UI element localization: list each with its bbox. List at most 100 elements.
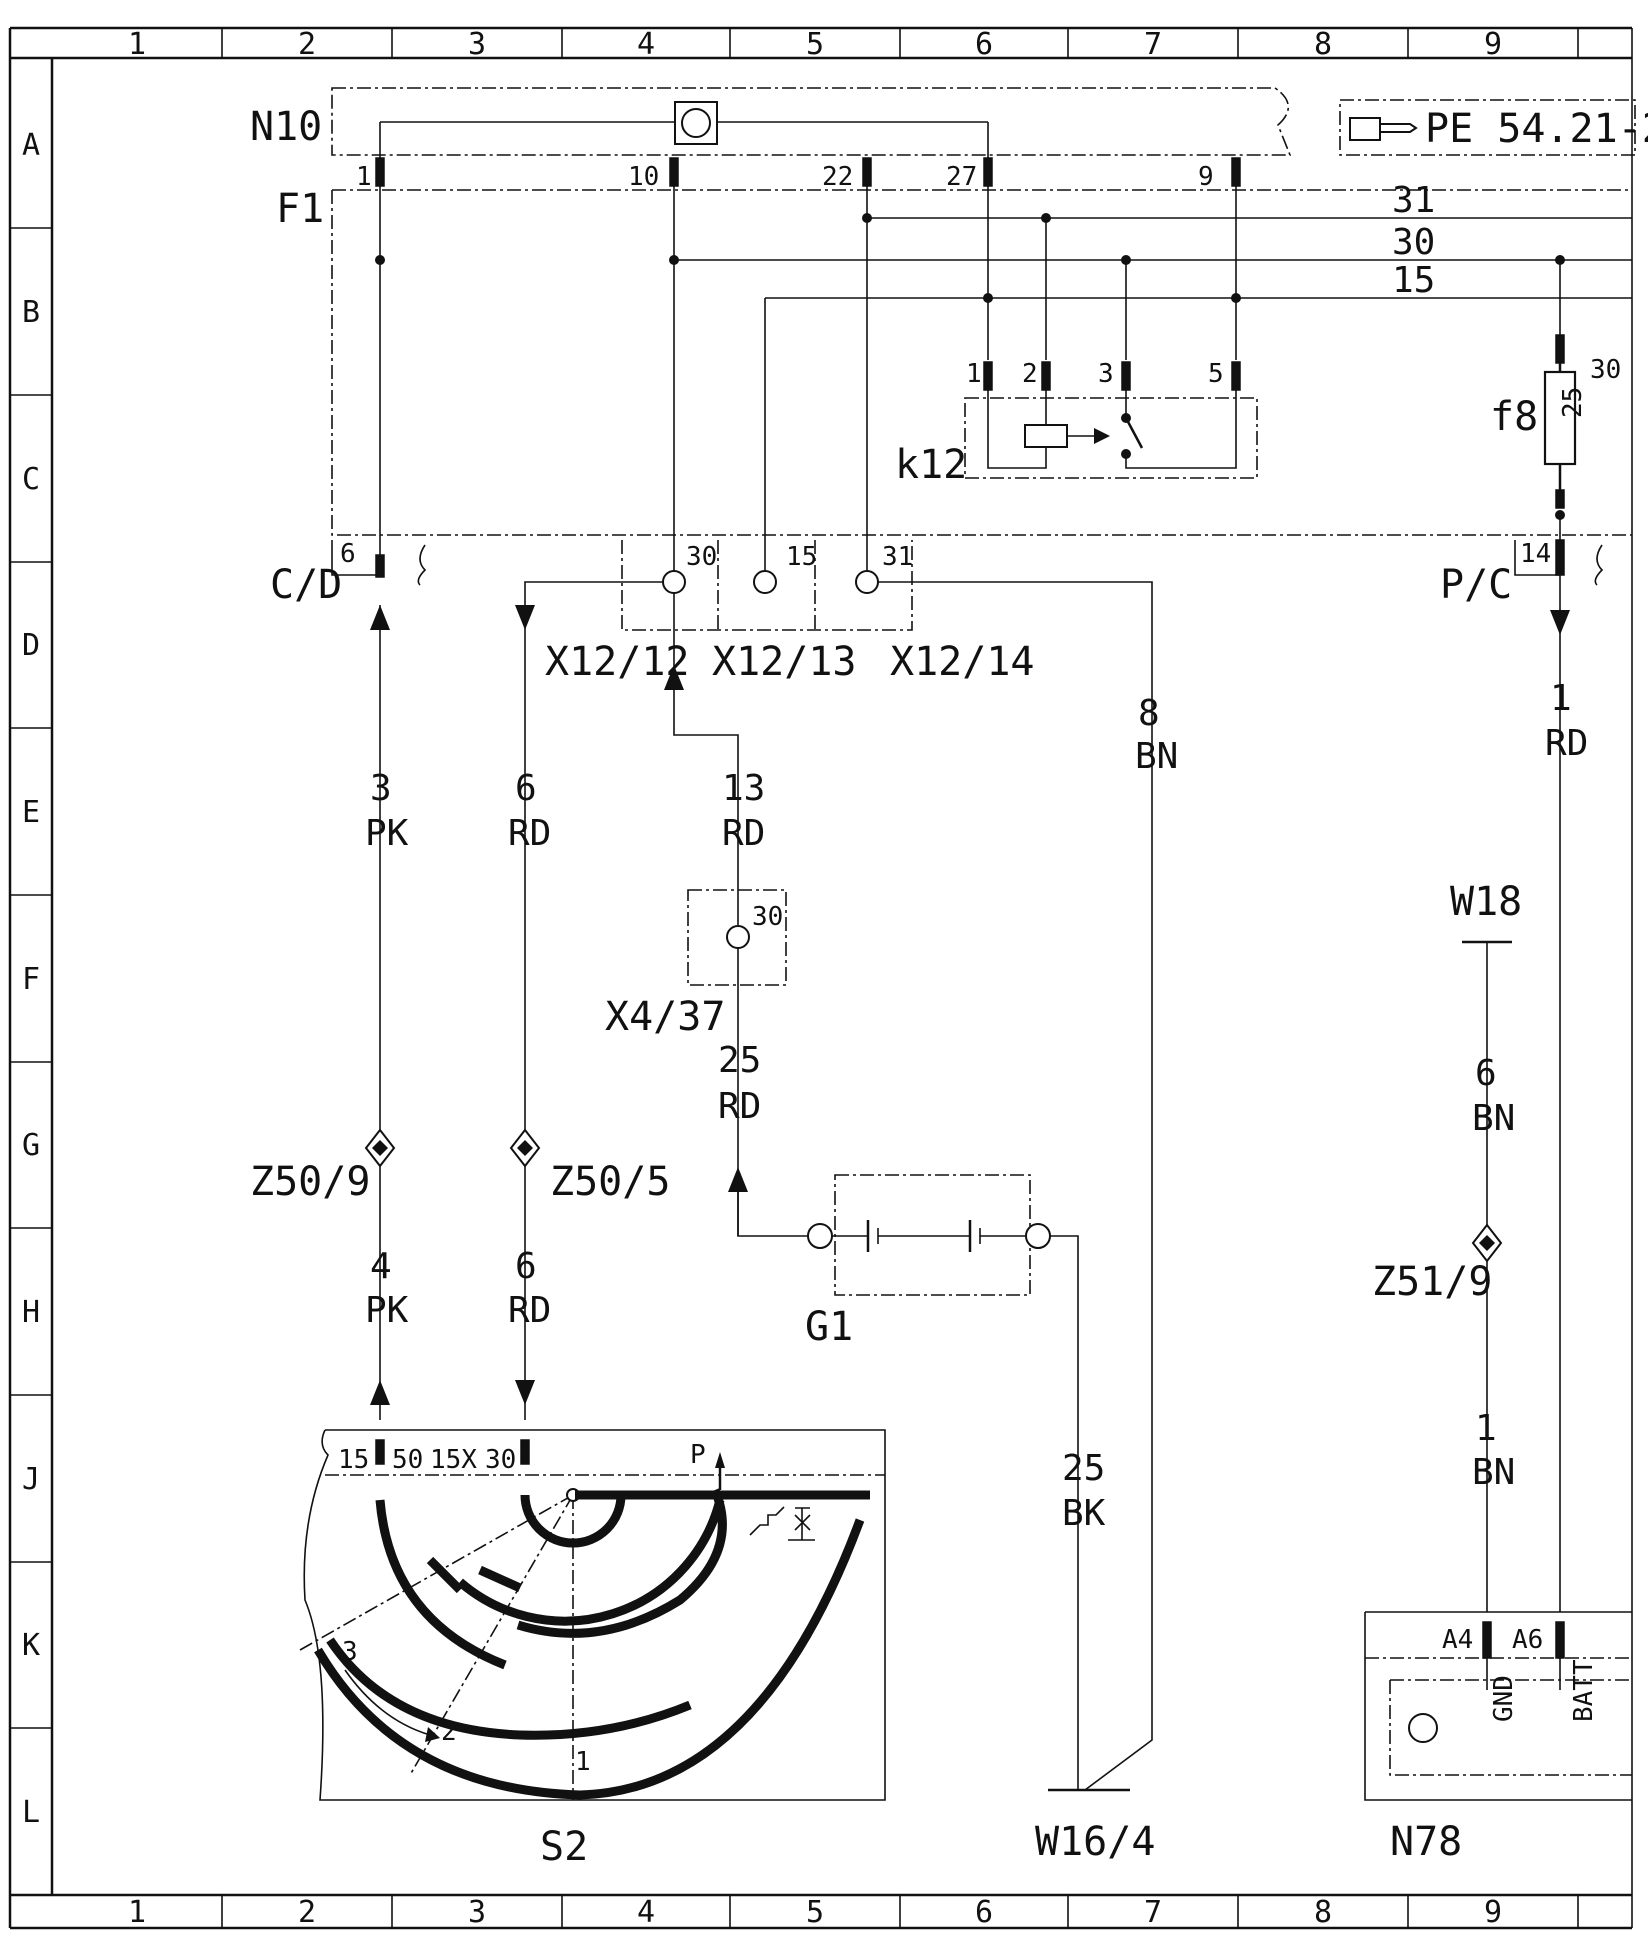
row-label: A: [22, 128, 40, 163]
wire-color: BK: [1062, 1493, 1106, 1534]
n78-module: A4 A6 GND BATT N78: [1364, 1611, 1632, 1865]
col-label: 8: [1314, 27, 1332, 62]
relay-coil-icon: [1024, 424, 1068, 448]
s2-position-3: 3: [342, 1637, 358, 1667]
x12-14-label: X12/14: [890, 639, 1035, 685]
wire-color: RD: [508, 1290, 551, 1331]
bus-label-15: 15: [1392, 260, 1435, 301]
col-label: 9: [1484, 27, 1502, 62]
arrow-up-icon: [370, 1380, 390, 1405]
z50-5-label: Z50/5: [550, 1159, 670, 1205]
s2-label: S2: [540, 1824, 588, 1870]
x12-12-label: X12/12: [545, 639, 690, 685]
pin-label: 50: [392, 1445, 423, 1475]
n78-label: N78: [1390, 1819, 1462, 1865]
wire-color: PK: [365, 813, 409, 854]
pin-label: P: [690, 1440, 706, 1470]
w16-4-ground: W16/4: [1035, 1788, 1155, 1865]
wire-size: 25: [1062, 1448, 1105, 1489]
n10-label: N10: [250, 104, 322, 150]
f1-box: F1: [276, 186, 1632, 536]
transistor-icon: [1408, 1713, 1438, 1743]
z51-9-label: Z51/9: [1372, 1259, 1492, 1305]
g1-battery: G1 25 BK: [728, 1167, 1106, 1791]
wire-size: 8: [1138, 693, 1160, 734]
pointing-hand-icon: [1349, 117, 1418, 141]
pin-label: 9: [1198, 162, 1214, 192]
wire-x12-12-down: 13 RD: [664, 593, 765, 925]
f8-label: f8: [1490, 394, 1538, 440]
wire-color: RD: [1545, 723, 1588, 764]
wire-color: RD: [508, 813, 551, 854]
wire-size: 1: [1475, 1408, 1497, 1449]
row-label: K: [22, 1628, 40, 1663]
f8-rating: 25: [1558, 387, 1588, 418]
row-labels: A B C D E F G H J K L: [22, 128, 40, 1830]
pc-connector: 14 P/C: [1440, 539, 1604, 1612]
pin-label: 27: [946, 162, 977, 192]
z50-5-splice: Z50/5 6 RD: [508, 1128, 670, 1405]
pin-label: 15: [338, 1445, 369, 1475]
cd-connector: 6 C/D: [270, 539, 427, 630]
wire-size: 25: [718, 1040, 761, 1081]
pin-label: 30: [686, 542, 717, 572]
col-label: 7: [1144, 1895, 1162, 1930]
n10-pins: 1 10 22 27 9: [356, 157, 1241, 192]
col-label: 4: [637, 1895, 655, 1930]
cd-label: C/D: [270, 562, 342, 608]
pin-label: 15: [786, 542, 817, 572]
x12-13-label: X12/13: [712, 639, 857, 685]
pin-label: A6: [1512, 1625, 1543, 1655]
pin-label: 30: [485, 1445, 516, 1475]
column-labels-bottom: 1 2 3 4 5 6 7 8 9: [128, 1895, 1502, 1930]
drawing-frame: [8, 26, 1633, 1930]
gnd-pin-label: GND: [1489, 1675, 1519, 1722]
col-label: 2: [298, 1895, 316, 1930]
k12-label: k12: [895, 442, 967, 488]
pin-label: A4: [1442, 1625, 1473, 1655]
pin-label: 3: [1098, 359, 1114, 389]
col-label: 3: [468, 1895, 486, 1930]
wire-color: RD: [718, 1086, 761, 1127]
col-label: 1: [128, 1895, 146, 1930]
s2-position-1: 1: [575, 1747, 591, 1777]
pin-label: 15X: [430, 1445, 477, 1475]
col-label: 6: [975, 1895, 993, 1930]
row-label: B: [22, 295, 40, 330]
row-label: H: [22, 1295, 40, 1330]
pin-label: 1: [966, 359, 982, 389]
row-label: D: [22, 628, 40, 663]
f8-fuse: 25 f8 30: [1490, 334, 1621, 540]
pc-label: P/C: [1440, 562, 1512, 608]
pin-label: 2: [1022, 359, 1038, 389]
row-label: C: [22, 462, 40, 497]
wire-size: 13: [722, 768, 765, 809]
row-label: J: [22, 1462, 40, 1497]
row-label: E: [22, 795, 40, 830]
pin-label: 30: [752, 902, 783, 932]
col-label: 9: [1484, 1895, 1502, 1930]
k12-relay: k12 1 2 3 5: [895, 359, 1258, 488]
w18-label: W18: [1450, 879, 1522, 925]
col-label: 5: [806, 1895, 824, 1930]
reference-label: PE 54.21-2: [1425, 106, 1648, 152]
row-label: G: [22, 1128, 40, 1163]
col-label: 3: [468, 27, 486, 62]
row-label: F: [22, 962, 40, 997]
wire-x12-14: 8 BN: [878, 581, 1178, 1791]
wire-color: PK: [365, 1290, 409, 1331]
pin-label: 22: [822, 162, 853, 192]
pin-label: 30: [1590, 355, 1621, 385]
wire-size: 3: [370, 768, 392, 809]
x4-37-label: X4/37: [605, 994, 725, 1040]
pin-label: 1: [356, 162, 372, 192]
f1-label: F1: [276, 186, 324, 232]
col-label: 6: [975, 27, 993, 62]
pin-label: 31: [882, 542, 913, 572]
s2-position-2: 2: [441, 1717, 457, 1747]
row-dividers: [10, 227, 52, 1729]
reference-box[interactable]: PE 54.21-2: [1339, 99, 1648, 156]
column-dividers: [221, 28, 1579, 1928]
col-label: 5: [806, 27, 824, 62]
z50-9-splice: Z50/9 4 PK: [250, 1128, 409, 1405]
